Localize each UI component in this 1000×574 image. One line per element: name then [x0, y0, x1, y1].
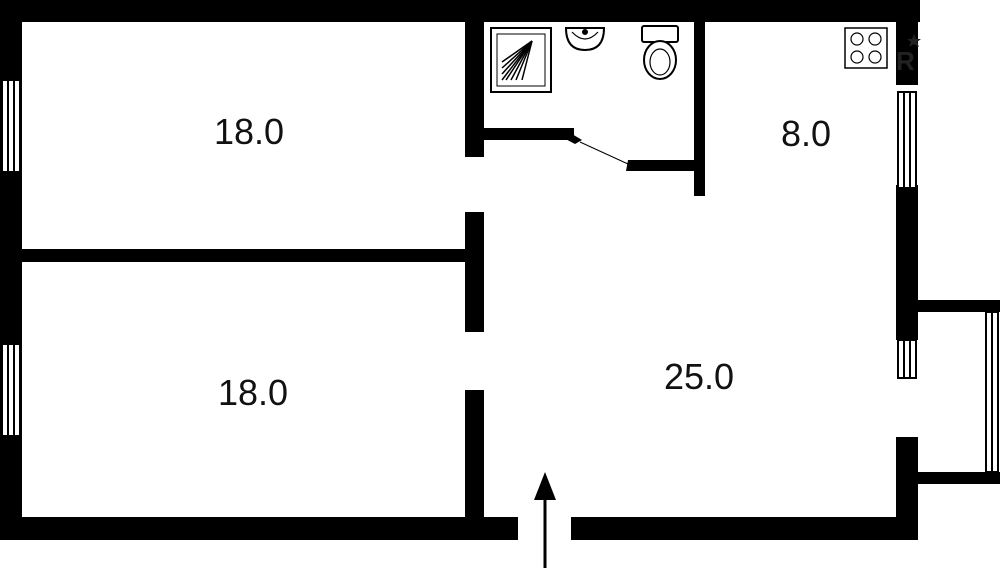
bathroom-wall-right — [694, 22, 705, 196]
room-area-bedroom-upper: 18.0 — [214, 111, 284, 152]
wall-top — [0, 0, 920, 22]
logo-text: R — [896, 46, 915, 76]
wall-partition-3 — [465, 390, 484, 517]
walls — [0, 0, 1000, 540]
wall-bottom-right — [571, 517, 918, 540]
bathroom-wall-right-stub — [628, 160, 700, 171]
wall-bottom-left — [0, 517, 518, 540]
stove-icon — [844, 27, 888, 69]
shower-icon — [490, 27, 552, 93]
window-right-kitchen — [897, 91, 917, 189]
windows — [1, 79, 999, 473]
room-area-kitchen: 8.0 — [781, 113, 831, 154]
window-right-balcony — [897, 339, 917, 379]
sink-icon — [564, 27, 606, 52]
toilet-icon — [641, 25, 679, 80]
bathroom-door-leaf-left — [556, 128, 582, 144]
balcony-top — [918, 300, 1000, 312]
wall-right-lower — [896, 437, 918, 540]
wall-between-bedrooms — [22, 249, 465, 262]
bathroom-wall-left-stub — [484, 128, 574, 140]
window-left-upper — [1, 79, 21, 173]
room-area-hall: 25.0 — [664, 356, 734, 397]
room-area-bedroom-lower: 18.0 — [218, 372, 288, 413]
logo: R — [896, 34, 921, 76]
entrance-arrow-icon — [534, 472, 556, 568]
balcony-bottom — [918, 472, 1000, 484]
wall-partition-2 — [465, 212, 484, 332]
logo-star-icon — [907, 34, 921, 47]
wall-right-mid — [896, 185, 918, 340]
wall-partition-1 — [465, 22, 484, 157]
bathroom-door-swing — [579, 141, 629, 165]
window-left-lower — [1, 343, 21, 437]
wall-right-upper — [896, 0, 918, 85]
window-balcony — [985, 311, 999, 473]
bathroom-door-leaf-right — [626, 160, 636, 171]
